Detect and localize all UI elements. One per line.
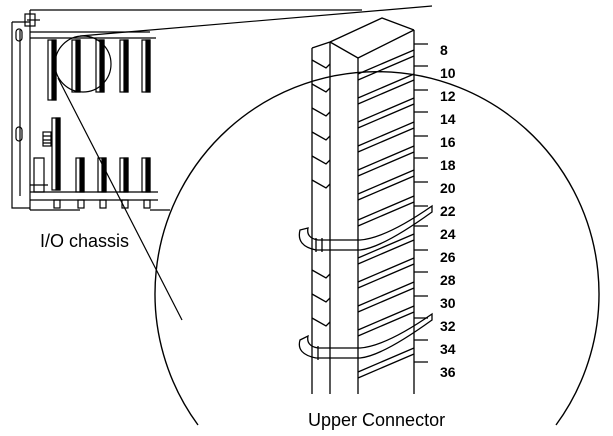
connector-label: Upper Connector (308, 410, 445, 430)
upper-connector (298, 17, 433, 394)
pin-number-label: 30 (440, 295, 456, 311)
chassis-label: I/O chassis (40, 231, 129, 251)
pin-number-label: 16 (440, 134, 456, 150)
pin-number-label: 36 (440, 364, 456, 380)
pin-number-labels: 8 10 12 14 16 18 20 22 24 26 28 30 32 34… (440, 42, 456, 380)
pin-number-label: 24 (440, 226, 456, 242)
pin-number-label: 12 (440, 88, 456, 104)
io-chassis (11, 5, 433, 321)
pin-number-label: 22 (440, 203, 456, 219)
zoom-circle (154, 71, 600, 426)
pin-number-label: 34 (440, 341, 456, 357)
pin-number-label: 18 (440, 157, 456, 173)
pin-number-label: 26 (440, 249, 456, 265)
pin-number-label: 28 (440, 272, 456, 288)
pin-number-label: 14 (440, 111, 456, 127)
pin-number-label: 20 (440, 180, 456, 196)
pin-number-label: 10 (440, 65, 456, 81)
pin-number-label: 8 (440, 42, 448, 58)
pin-number-label: 32 (440, 318, 456, 334)
